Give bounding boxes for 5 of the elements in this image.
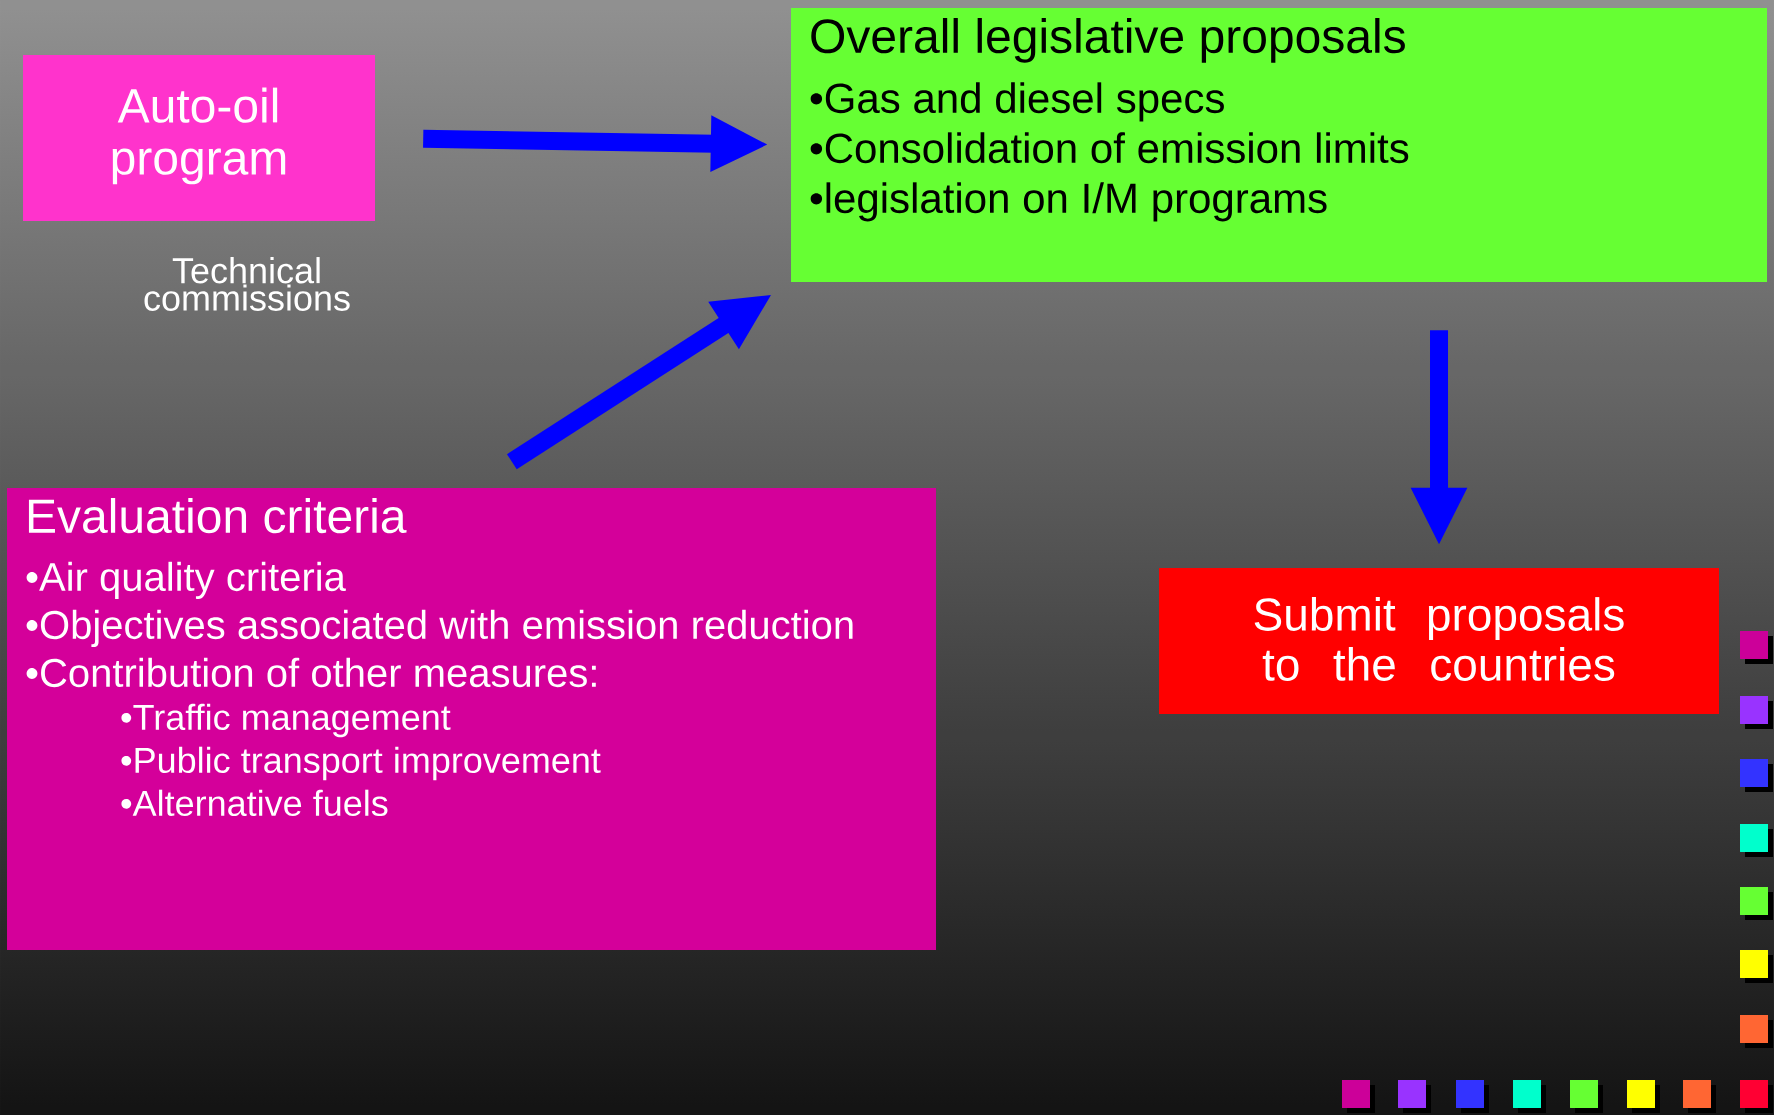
process-box: Submit proposals to the countries <box>1159 568 1719 714</box>
process-box: Overall legislative proposals •Gas and diesel specs •Consolidation of emission limits •legislation on I/M programs <box>791 8 1767 282</box>
process-box: Evaluation criteria •Air quality criteria •Objectives associated with emission reduction •Contribution of other measures: •Traffic management •Public transport improvement •Alternative fuels <box>7 488 936 950</box>
caption-text: Technical commissions <box>144 257 350 311</box>
process-box: Auto-oil program <box>23 55 375 221</box>
